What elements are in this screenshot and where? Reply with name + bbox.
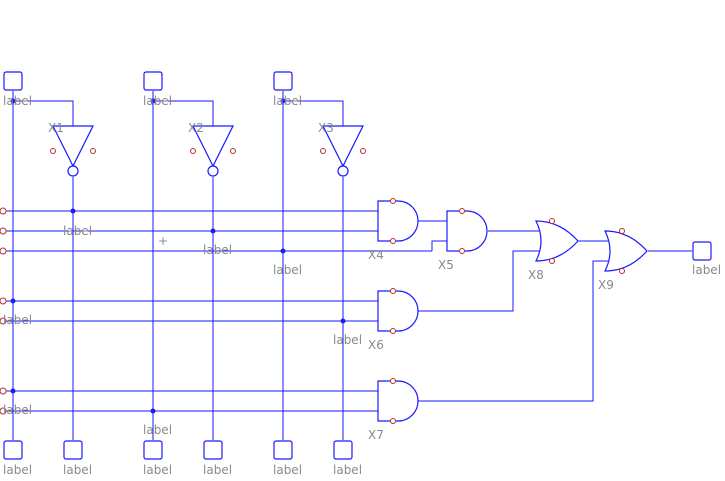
gate-label-x9: X9 — [598, 278, 614, 292]
bottom-pin[interactable] — [63, 440, 83, 460]
wires — [4, 91, 692, 440]
and-gate-x6[interactable] — [377, 288, 419, 334]
gate-label-x8: X8 — [528, 268, 544, 282]
inverter-x1[interactable] — [50, 125, 96, 177]
output-pin[interactable] — [692, 241, 712, 261]
gate-label-x3: X3 — [318, 121, 334, 135]
net-label: label — [143, 423, 172, 437]
net-label: label — [3, 94, 32, 108]
bottom-pin[interactable] — [143, 440, 163, 460]
net-label: label — [3, 313, 32, 327]
inverter-x3[interactable] — [320, 125, 366, 177]
top-input-pins — [3, 71, 293, 91]
net-label: label — [143, 463, 172, 477]
net-labels: label label label label label label labe… — [3, 94, 721, 477]
origin-marker: + — [158, 234, 168, 248]
bottom-pin[interactable] — [273, 440, 293, 460]
gate-label-x7: X7 — [368, 428, 384, 442]
net-label: label — [273, 94, 302, 108]
gate-name-labels: X1 X2 X3 X4 X5 X6 X7 X8 X9 — [48, 121, 614, 442]
and-gate-x7[interactable] — [377, 378, 419, 424]
gate-label-x1: X1 — [48, 121, 64, 135]
gate-label-x2: X2 — [188, 121, 204, 135]
and-gate-x5[interactable] — [446, 208, 488, 254]
net-label: label — [203, 463, 232, 477]
net-label: label — [3, 403, 32, 417]
or-gate-x8[interactable] — [535, 218, 579, 264]
inverter-x2[interactable] — [190, 125, 236, 177]
net-label: label — [333, 463, 362, 477]
and-gate-x4[interactable] — [377, 198, 419, 244]
net-label: label — [63, 463, 92, 477]
input-pin[interactable] — [3, 71, 23, 91]
junction-dots — [10, 98, 346, 414]
bottom-pin[interactable] — [3, 440, 23, 460]
input-pin[interactable] — [143, 71, 163, 91]
net-label: label — [273, 263, 302, 277]
gate-label-x5: X5 — [438, 258, 454, 272]
net-label: label — [273, 463, 302, 477]
input-pin[interactable] — [273, 71, 293, 91]
net-label: label — [63, 224, 92, 238]
net-label: label — [203, 243, 232, 257]
net-label: label — [333, 333, 362, 347]
or-gate-x9[interactable] — [604, 228, 648, 274]
edge-terminals — [0, 207, 7, 415]
bottom-pins — [3, 440, 353, 460]
net-label: label — [143, 94, 172, 108]
gate-label-x4: X4 — [368, 248, 384, 262]
net-label: label — [3, 463, 32, 477]
bottom-pin[interactable] — [203, 440, 223, 460]
gate-label-x6: X6 — [368, 338, 384, 352]
net-label: label — [692, 263, 721, 277]
bottom-pin[interactable] — [333, 440, 353, 460]
